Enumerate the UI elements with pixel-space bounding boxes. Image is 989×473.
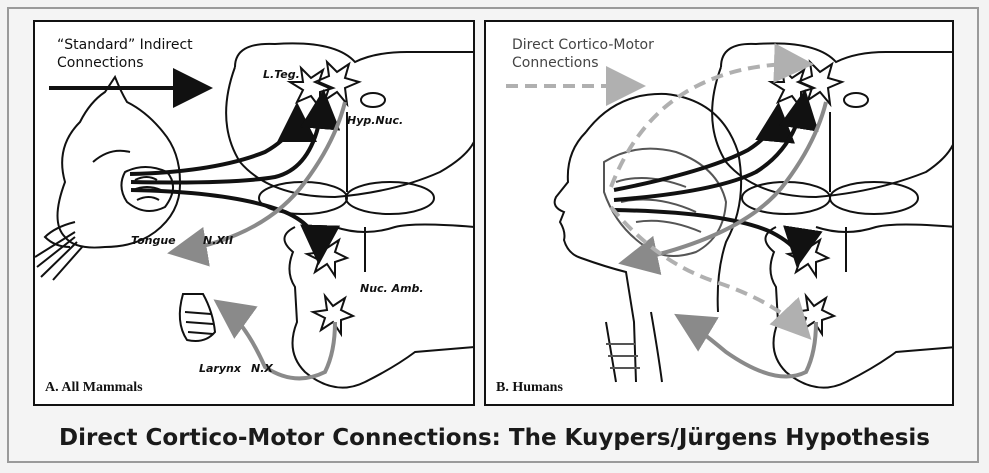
human-head xyxy=(555,94,742,382)
panel-humans: Direct Cortico-Motor Connections B. Huma… xyxy=(484,20,954,406)
panel-a-drawing xyxy=(35,22,475,406)
larynx-shape xyxy=(180,294,215,341)
neuron-l-teg-b xyxy=(771,68,814,108)
cat-head xyxy=(35,77,180,280)
panel-all-mammals: “Standard” Indirect Connections L.Teg. H… xyxy=(33,20,475,406)
label-nuc-amb: Nuc. Amb. xyxy=(360,282,424,295)
pons-left-b xyxy=(742,182,830,214)
hyp-nuc-oval xyxy=(361,93,385,107)
neuron-nuc-amb-1-b xyxy=(788,238,828,276)
legend-direct-cortico-motor: Direct Cortico-Motor Connections xyxy=(512,36,654,72)
neuron-nuc-amb-1 xyxy=(307,238,347,276)
label-larynx: Larynx xyxy=(199,362,241,375)
panel-b-label: B. Humans xyxy=(496,380,563,396)
figure-caption: Direct Cortico-Motor Connections: The Ku… xyxy=(0,425,989,451)
label-n-xii: N.XII xyxy=(203,234,233,247)
arrow-cortex-l-teg xyxy=(130,110,297,174)
label-n-x: N.X xyxy=(251,362,273,375)
arrow-b-n-x xyxy=(681,318,816,377)
pons-right-b xyxy=(830,182,918,214)
label-tongue: Tongue xyxy=(131,234,176,247)
arrow-b-cortex-nuc-amb xyxy=(614,210,798,260)
panel-a-label: A. All Mammals xyxy=(45,380,143,396)
label-hyp-nuc: Hyp.Nuc. xyxy=(347,114,403,127)
panel-b-drawing xyxy=(486,22,954,406)
medulla-outline xyxy=(284,225,475,388)
pons-right xyxy=(346,182,434,214)
label-l-teg: L.Teg. xyxy=(263,68,300,81)
legend-standard-indirect: “Standard” Indirect Connections xyxy=(57,36,193,72)
